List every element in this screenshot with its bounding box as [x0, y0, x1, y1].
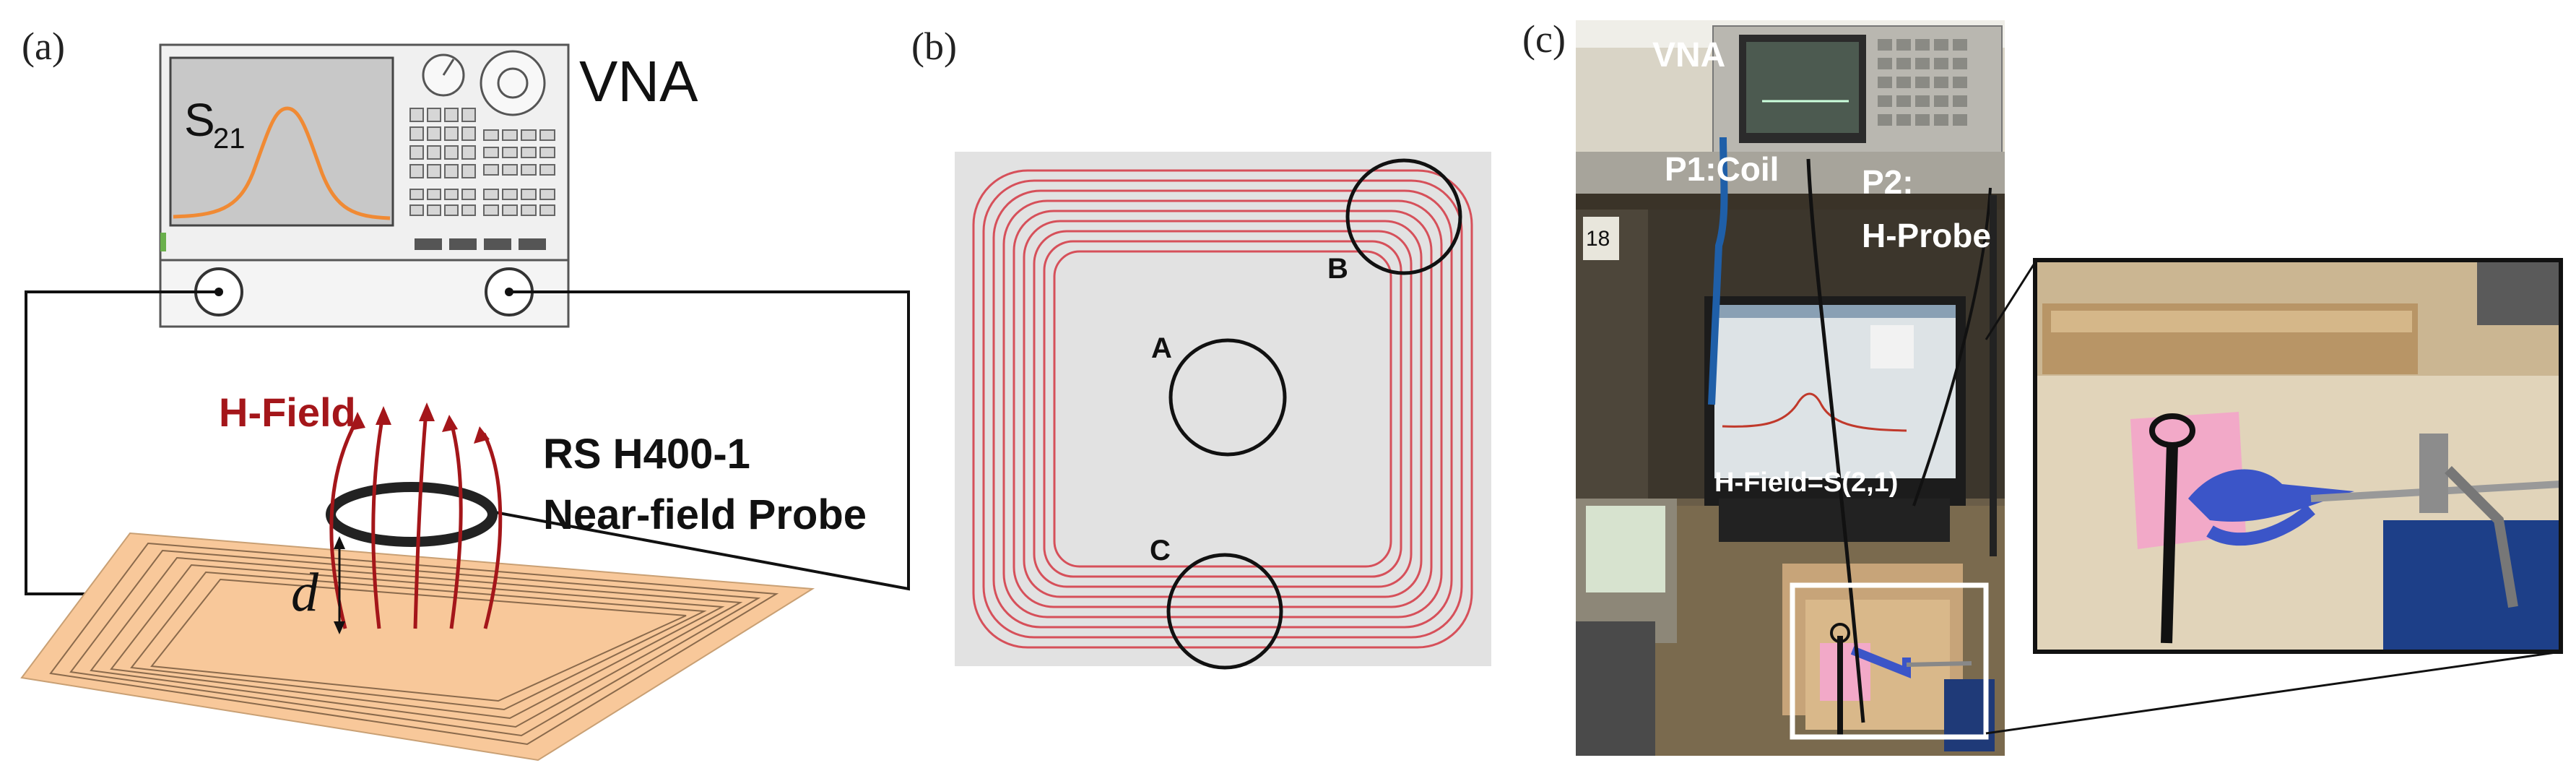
probe-position-a: [1168, 338, 1287, 457]
distance-label: d: [291, 562, 319, 623]
point-b-label: B: [1327, 253, 1348, 285]
monitor-number: 18: [1586, 227, 1610, 251]
photo-vna-label: VNA: [1652, 36, 1725, 74]
cable-port2: [490, 290, 910, 591]
photo-hfield-label: H-Field=S(2,1): [1714, 467, 1898, 498]
h-field-label: H-Field: [219, 389, 356, 435]
vna-label: VNA: [579, 49, 698, 113]
panel-a: (a) S 21: [20, 25, 910, 762]
zoom-inset-photo: [2033, 258, 2563, 654]
port2-label-line2: H-Probe: [1862, 217, 1991, 254]
probe-label-line2: Near-field Probe: [543, 491, 867, 538]
planar-coil-traces: [972, 169, 1473, 649]
h-field-arrowheads: [350, 402, 490, 444]
s21-subscript: 21: [213, 123, 246, 155]
port1-label: P1:Coil: [1665, 150, 1779, 188]
s21-label: S: [184, 94, 215, 146]
coil-board: [20, 532, 815, 762]
probe-label-line1: RS H400-1: [543, 431, 750, 478]
point-a-label: A: [1151, 332, 1172, 364]
point-c-label: C: [1150, 535, 1171, 566]
vna-instrument: S 21: [159, 43, 698, 328]
s21-curve: [173, 106, 391, 220]
near-field-probe-loop: [326, 482, 498, 547]
zoom-connector-top: [1985, 259, 2038, 340]
port2-label-line1: P2:: [1862, 163, 1914, 201]
zoom-clamp: [2188, 469, 2354, 522]
panel-c-label: (c): [1522, 17, 1566, 61]
probe-position-b: [1345, 158, 1462, 275]
vna-soft-buttons: [415, 238, 546, 250]
panel-a-label: (a): [22, 25, 65, 68]
panel-b-label: (b): [911, 25, 957, 68]
panel-c: (c) 18: [1522, 17, 2563, 756]
lab-photo: 18: [1576, 20, 2005, 756]
panel-b: (b) A B C: [911, 25, 1491, 670]
vna-screen: [169, 56, 394, 227]
vna-knob-large: [480, 50, 546, 116]
zoom-highlight-box: [1790, 582, 1989, 740]
probe-position-c: [1166, 553, 1283, 670]
zoom-connector-bottom: [1985, 650, 2562, 735]
vna-keypad: [409, 108, 555, 216]
